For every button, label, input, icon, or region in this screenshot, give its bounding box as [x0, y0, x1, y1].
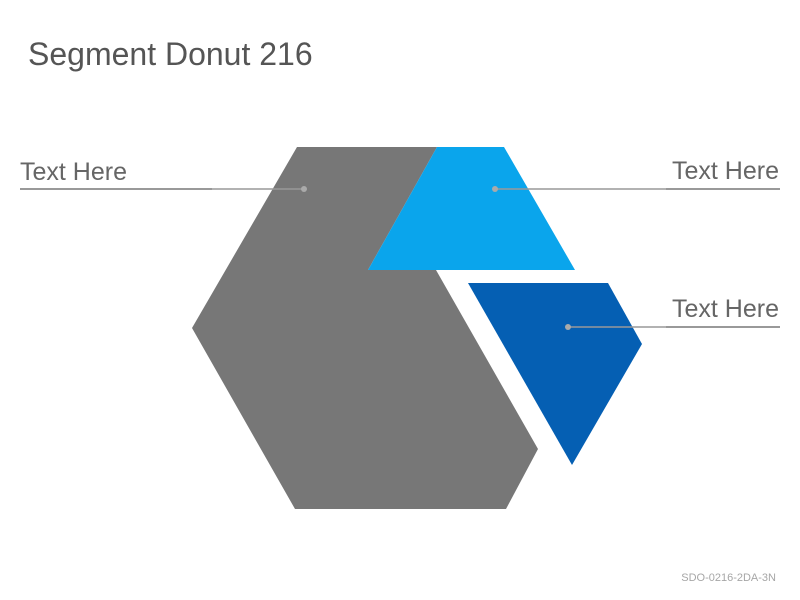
segment-gray: [192, 147, 538, 509]
leader-dot-left: [301, 186, 307, 192]
leader-dot-right-bottom: [565, 324, 571, 330]
slide-title: Segment Donut 216: [28, 36, 313, 72]
label-right-top: Text Here: [672, 157, 779, 185]
label-right-bottom: Text Here: [672, 295, 779, 323]
leader-line-right-top: [492, 186, 780, 192]
slide-code: SDO-0216-2DA-3N: [681, 572, 776, 584]
leader-line-left: [20, 186, 307, 192]
segment-light-blue: [368, 147, 575, 270]
label-left: Text Here: [20, 158, 127, 186]
leader-dot-right-top: [492, 186, 498, 192]
leader-line-right-bottom: [565, 324, 780, 330]
segment-dark-blue: [468, 283, 642, 465]
